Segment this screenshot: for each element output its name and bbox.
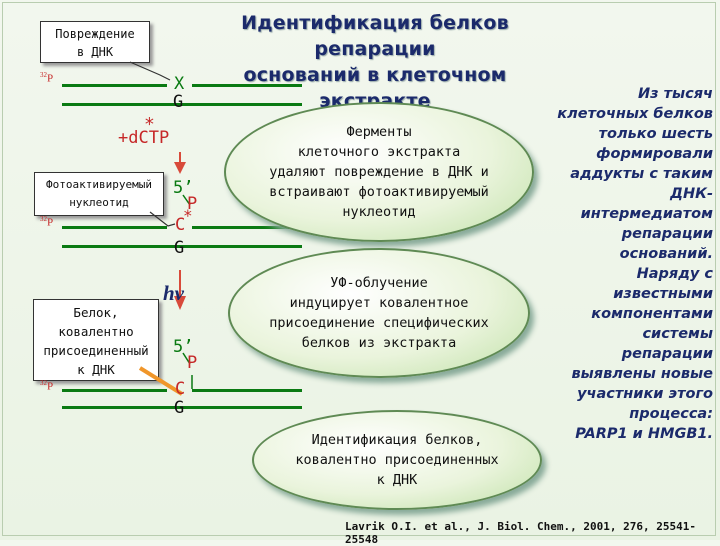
strand-top-2b xyxy=(192,226,302,229)
linker-2 xyxy=(182,194,191,206)
title-line-1: Идентификация белков репарации xyxy=(241,12,509,60)
enzymes-line-1: Ферменты xyxy=(346,124,412,140)
arrow-1-head xyxy=(174,162,186,174)
hv-label: hν xyxy=(163,281,184,305)
right-line-2: клеточных белков xyxy=(557,106,713,122)
enzymes-line-5: нуклеотид xyxy=(342,204,416,220)
citation: Lavrik O.I. et al., J. Biol. Chem., 2001… xyxy=(345,520,696,546)
right-summary-text: Из тысяч клеточных белков только шесть ф… xyxy=(535,84,713,444)
strand-bottom-3 xyxy=(62,406,302,409)
right-line-3: только шесть xyxy=(598,126,713,142)
p32-mass-3: 32 xyxy=(40,379,47,387)
uv-line-3: присоединение специфических xyxy=(269,315,489,331)
right-line-14: репарации xyxy=(621,346,713,362)
p32-mass-1: 32 xyxy=(40,71,47,79)
five-prime-label-2: 5’ xyxy=(173,178,194,198)
ellipse-identification: Идентификация белков, ковалентно присоед… xyxy=(252,410,542,510)
enzymes-line-2: клеточного экстракта xyxy=(297,144,461,160)
five-prime-label-3: 5’ xyxy=(173,337,194,357)
right-line-8: репарации xyxy=(621,226,713,242)
callout-damage: Повреждение в ДНК xyxy=(40,21,150,63)
callout-protein-line2: ковалентно xyxy=(58,324,134,339)
callout-photo-line2: нуклеотид xyxy=(69,196,129,209)
c-label-3: C xyxy=(175,379,186,399)
dctp-label: +dCTP xyxy=(118,128,170,148)
right-line-1: Из тысяч xyxy=(638,86,713,102)
arrow-2-head xyxy=(174,296,186,310)
strand-top-2 xyxy=(62,226,167,229)
photo-pointer xyxy=(149,211,176,227)
p32-label-1: 32P xyxy=(40,71,53,85)
p-label-2: P xyxy=(187,194,198,214)
linker-3 xyxy=(182,352,191,365)
right-line-7: интермедиатом xyxy=(580,206,713,222)
enzymes-line-4: встраивают фотоактивируемый xyxy=(269,184,489,200)
g-label-2: G xyxy=(174,238,185,258)
right-line-10: Наряду с xyxy=(636,266,713,282)
ident-line-1: Идентификация белков, xyxy=(311,432,483,448)
ellipse-uv: УФ-облучение индуцирует ковалентное прис… xyxy=(228,248,530,378)
callout-photo-nucleotide: Фотоактивируемый нуклеотид xyxy=(34,172,164,216)
p32-mass-2: 32 xyxy=(40,215,47,223)
right-line-9: оснований. xyxy=(619,246,713,262)
callout-protein-line3: присоединенный xyxy=(43,343,149,358)
star-label-2: * xyxy=(183,206,193,225)
uv-line-1: УФ-облучение xyxy=(330,275,428,291)
g-label-1: G xyxy=(173,92,184,112)
right-line-6: ДНК- xyxy=(670,186,713,202)
strand-bottom-2 xyxy=(62,245,302,248)
slide-title: Идентификация белков репарации оснований… xyxy=(195,10,555,114)
right-line-15: выявлены новые xyxy=(571,366,713,382)
strand-top-1 xyxy=(62,84,167,87)
g-label-3: G xyxy=(174,398,185,418)
right-line-16: участники этого xyxy=(577,386,713,402)
damage-pointer xyxy=(129,61,171,81)
right-line-11: известными xyxy=(613,286,713,302)
callout-photo-line1: Фотоактивируемый xyxy=(46,178,152,191)
right-line-17: процесса: xyxy=(629,406,713,422)
strand-bottom-1 xyxy=(62,103,302,106)
strand-top-1b xyxy=(192,84,302,87)
p32-letter-2: P xyxy=(47,216,54,229)
p-label-3: P xyxy=(187,353,198,373)
right-line-5: аддукты с таким xyxy=(570,166,713,182)
uv-line-4: белков из экстракта xyxy=(301,335,457,351)
callout-protein-line1: Белок, xyxy=(73,305,119,320)
p32-letter-1: P xyxy=(47,72,54,85)
dctp-star: * xyxy=(144,114,155,135)
strand-top-3 xyxy=(62,389,167,392)
ident-line-3: к ДНК xyxy=(376,472,418,488)
callout-damage-line1: Повреждение xyxy=(55,27,135,41)
right-line-13: системы xyxy=(642,326,713,342)
callout-protein: Белок, ковалентно присоединенный к ДНК xyxy=(33,299,159,381)
right-line-4: формировали xyxy=(596,146,713,162)
ellipse-enzymes: Ферменты клеточного экстракта удаляют по… xyxy=(224,102,534,242)
p32-letter-3: P xyxy=(47,380,54,393)
right-line-18: PARP1 и HMGB1. xyxy=(575,426,713,442)
right-line-12: компонентами xyxy=(591,306,713,322)
slide-frame xyxy=(2,2,716,536)
damage-x-label: X xyxy=(174,74,185,94)
strand-top-3b xyxy=(192,389,302,392)
enzymes-line-3: удаляют повреждение в ДНК и xyxy=(269,164,489,180)
callout-protein-line4: к ДНК xyxy=(77,362,115,377)
callout-damage-line2: в ДНК xyxy=(76,45,114,59)
p32-label-3: 32P xyxy=(40,379,53,393)
c-label-2: C xyxy=(175,215,186,235)
p32-label-2: 32P xyxy=(40,215,53,229)
ident-line-2: ковалентно присоединенных xyxy=(295,452,499,468)
protein-tether xyxy=(138,366,184,396)
uv-line-2: индуцирует ковалентное xyxy=(289,295,469,311)
